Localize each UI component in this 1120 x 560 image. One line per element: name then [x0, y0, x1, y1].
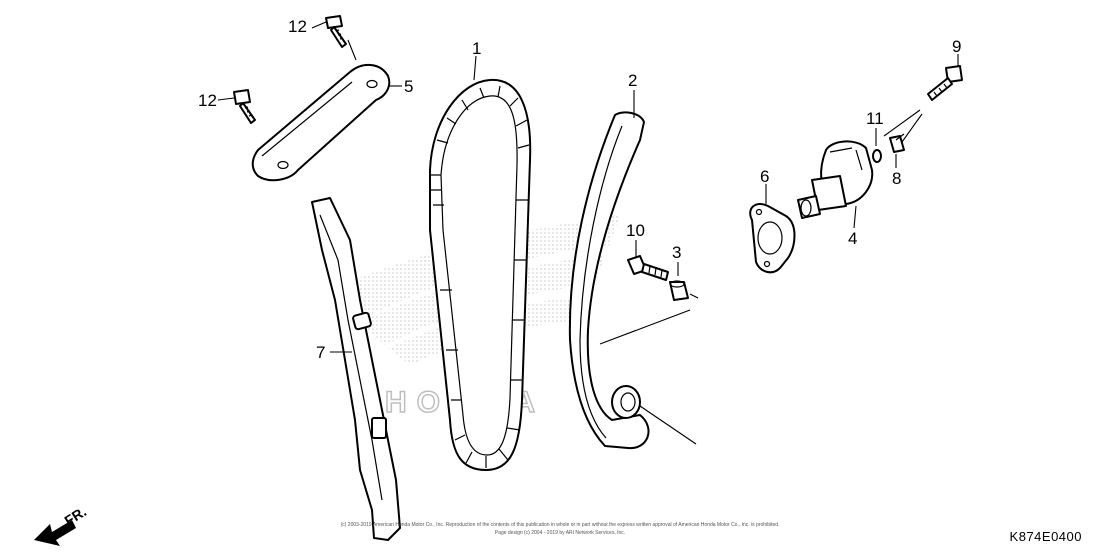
part-1-cam-chain[interactable] — [429, 78, 532, 471]
copyright-line-1: (c) 2003-2019 American Honda Motor Co., … — [340, 522, 780, 528]
front-arrow-icon — [34, 520, 76, 546]
part-12-bolt-left[interactable] — [233, 89, 256, 124]
callout-6: 6 — [760, 167, 769, 186]
callout-8: 8 — [892, 169, 901, 188]
callout-12-left: 12 — [198, 91, 217, 110]
callout-10: 10 — [626, 221, 645, 240]
callout-5: 5 — [404, 77, 413, 96]
callout-12-top: 12 — [288, 17, 307, 36]
callout-7: 7 — [316, 343, 325, 362]
part-2-tensioner-arm[interactable] — [568, 111, 650, 450]
callout-3: 3 — [672, 243, 681, 262]
leader-lines — [217, 21, 959, 445]
callout-4: 4 — [848, 229, 857, 248]
callout-1: 1 — [472, 39, 481, 58]
copyright-line-2: Page design (c) 2004 - 2019 by ARI Netwo… — [494, 530, 626, 536]
callout-2: 2 — [628, 71, 637, 90]
part-4-tensioner-lifter[interactable] — [797, 140, 874, 219]
part-7-chain-guide[interactable] — [311, 197, 401, 541]
part-3-collar[interactable] — [669, 280, 689, 301]
callout-11: 11 — [866, 109, 884, 128]
diagram-code: K874E0400 — [1009, 529, 1082, 544]
part-6-gasket[interactable] — [749, 202, 796, 274]
part-8-bolt[interactable] — [889, 133, 905, 153]
part-9-bolt[interactable] — [927, 65, 963, 101]
part-5-plate[interactable] — [251, 64, 391, 182]
callouts: 12 12 5 1 2 10 3 6 4 11 8 9 7 — [198, 17, 961, 362]
part-10-bolt[interactable] — [627, 255, 669, 281]
part-12-bolt-top[interactable] — [325, 15, 347, 48]
part-11-washer[interactable] — [872, 149, 882, 163]
callout-9: 9 — [952, 37, 961, 56]
